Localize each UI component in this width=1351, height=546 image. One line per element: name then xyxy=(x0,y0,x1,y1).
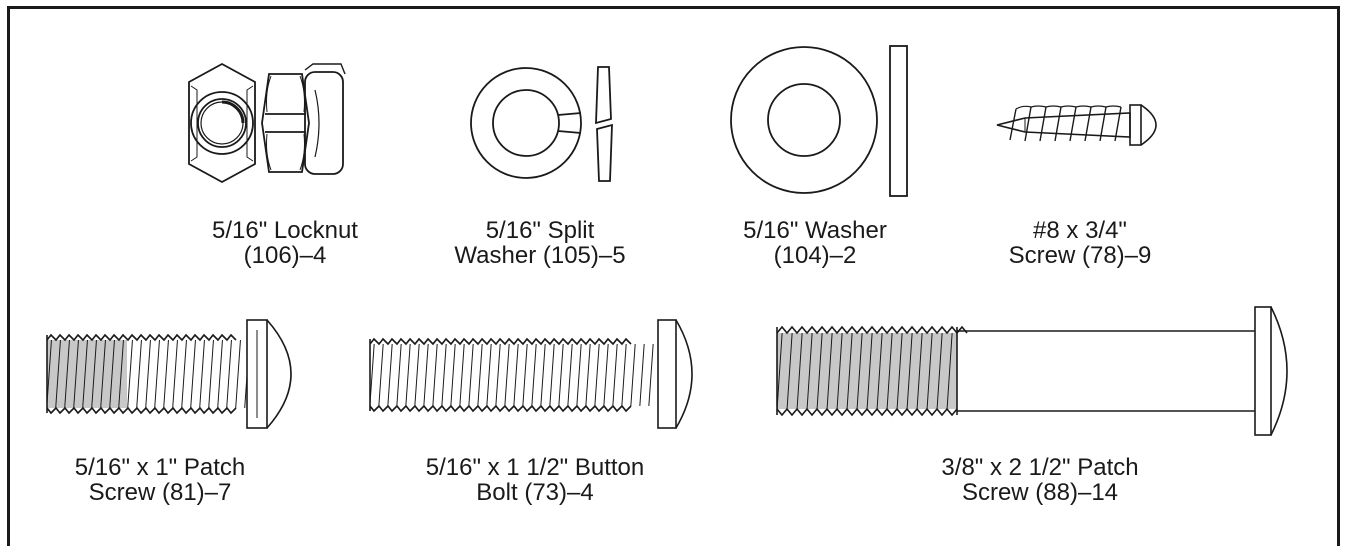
part-label-locknut: 5/16" Locknut (106)–4 xyxy=(185,218,385,268)
part-label-washer-line1: 5/16" Washer xyxy=(743,217,887,244)
part-label-split-washer-line2: Washer (105)–5 xyxy=(454,242,626,269)
button-bolt-icon xyxy=(369,319,693,429)
patch-screw-large-icon xyxy=(776,306,1288,436)
patch-screw-small-icon xyxy=(46,319,292,429)
part-label-washer: 5/16" Washer (104)–2 xyxy=(715,218,915,268)
part-label-patch-screw-small: 5/16" x 1" Patch Screw (81)–7 xyxy=(30,455,290,505)
wood-screw-icon xyxy=(996,104,1157,146)
washer-icon xyxy=(730,45,908,197)
part-label-locknut-line1: 5/16" Locknut xyxy=(212,217,358,244)
hardware-card-frame xyxy=(7,6,1340,546)
part-label-patch-screw-large: 3/8" x 2 1/2" Patch Screw (88)–14 xyxy=(900,455,1180,505)
split-washer-icon xyxy=(470,66,613,182)
part-label-patch-screw-large-line2: Screw (88)–14 xyxy=(961,479,1119,506)
part-label-wood-screw-line1: #8 x 3/4" xyxy=(1033,217,1127,244)
part-label-button-bolt-line1: 5/16" x 1 1/2" Button xyxy=(425,454,645,481)
locknut-icon xyxy=(188,62,346,184)
part-label-locknut-line2: (106)–4 xyxy=(243,242,327,269)
part-label-patch-screw-large-line1: 3/8" x 2 1/2" Patch xyxy=(941,454,1139,481)
part-label-patch-screw-small-line2: Screw (81)–7 xyxy=(88,479,232,506)
part-label-patch-screw-small-line1: 5/16" x 1" Patch xyxy=(74,454,246,481)
part-label-split-washer: 5/16" Split Washer (105)–5 xyxy=(440,218,640,268)
part-label-split-washer-line1: 5/16" Split xyxy=(485,217,595,244)
part-label-washer-line2: (104)–2 xyxy=(773,242,857,269)
part-label-wood-screw-line2: Screw (78)–9 xyxy=(1008,242,1152,269)
part-label-button-bolt-line2: Bolt (73)–4 xyxy=(476,479,594,506)
part-label-button-bolt: 5/16" x 1 1/2" Button Bolt (73)–4 xyxy=(385,455,685,505)
part-label-wood-screw: #8 x 3/4" Screw (78)–9 xyxy=(980,218,1180,268)
